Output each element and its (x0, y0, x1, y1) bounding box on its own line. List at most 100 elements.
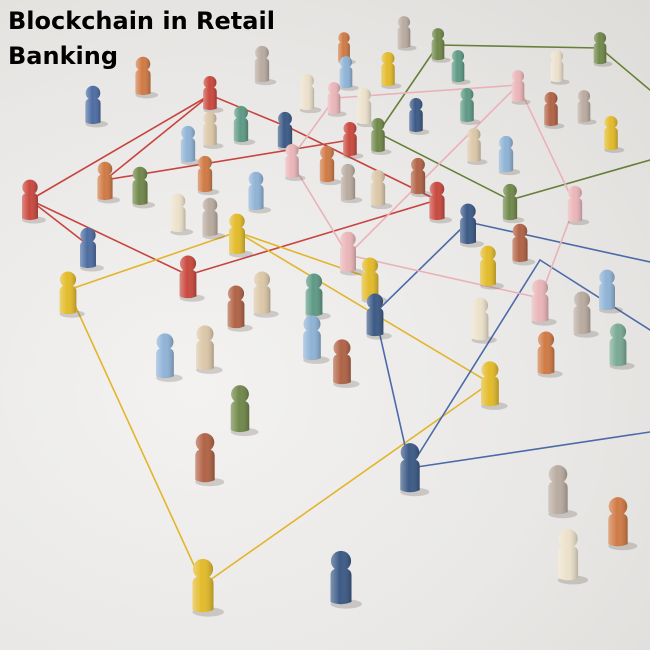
peg-figure (604, 115, 625, 153)
figure-head-shading (460, 203, 476, 219)
figure-head-shading (593, 32, 607, 45)
figure-body-shading (22, 192, 38, 221)
string-line (409, 259, 541, 469)
peg-figure (132, 166, 156, 209)
figure-head-shading (568, 185, 582, 200)
figure-head-shading (179, 255, 197, 272)
figure-body-shading (80, 240, 96, 269)
figure-body-shading (203, 122, 217, 147)
peg-figure (253, 271, 279, 318)
figure-body-shading (471, 311, 489, 341)
peg-figure (254, 45, 277, 86)
figure-body-shading (410, 169, 426, 195)
peg-figure (327, 82, 347, 117)
figure-head-shading (511, 70, 525, 83)
figure-body-shading (460, 98, 474, 123)
figure-body-shading (202, 210, 218, 237)
figure-body-shading (550, 60, 564, 83)
peg-figure (548, 465, 578, 519)
peg-figure (299, 73, 322, 114)
figure-head-shading (460, 87, 474, 101)
peg-figure (544, 91, 565, 129)
figure-body-shading (330, 568, 352, 605)
figure-head-shading (80, 227, 96, 243)
peg-figure (451, 50, 471, 85)
peg-figure (502, 183, 525, 224)
figure-body-shading (85, 98, 101, 125)
figure-head-shading (330, 550, 352, 572)
figure-body-shading (343, 132, 357, 157)
string-line (67, 231, 238, 291)
peg-figure (371, 117, 392, 155)
figure-body-shading (498, 147, 514, 173)
figure-head-shading (550, 50, 564, 63)
figure-body-shading (203, 86, 217, 111)
figure-head-shading (340, 231, 356, 247)
figure-head-shading (371, 169, 385, 184)
peg-figure (573, 291, 599, 338)
figure-body-shading (299, 85, 315, 111)
peg-figure (196, 325, 223, 374)
peg-figure (356, 87, 379, 128)
figure-head-shading (451, 50, 465, 63)
figure-head-shading (195, 433, 215, 452)
figure-head-shading (181, 125, 195, 140)
figure-body-shading (196, 339, 214, 371)
figure-body-shading (567, 197, 583, 223)
string-line (467, 221, 650, 263)
figure-head-shading (429, 181, 445, 197)
figure-body-shading (97, 174, 113, 201)
figure-body-shading (229, 226, 245, 255)
figure-body-shading (179, 269, 197, 299)
figure-head-shading (400, 443, 420, 462)
figure-head-shading (609, 323, 627, 340)
figure-body-shading (531, 293, 549, 323)
peg-figure (481, 361, 508, 410)
figure-body-shading (132, 179, 148, 206)
peg-figure (330, 550, 362, 609)
string-line (289, 159, 349, 256)
figure-body-shading (227, 299, 245, 329)
figure-body-shading (381, 62, 395, 87)
string-line (377, 132, 511, 201)
figure-body-shading (285, 154, 299, 179)
figure-head-shading (577, 90, 591, 103)
figure-body-shading (608, 512, 628, 547)
figure-body-shading (156, 347, 174, 379)
peg-figure (537, 331, 563, 378)
figure-head-shading (327, 82, 341, 95)
figure-body-shading (481, 375, 499, 407)
figure-head-shading (480, 245, 496, 261)
figure-body-shading (195, 448, 215, 483)
figure-head-shading (537, 331, 555, 348)
figure-head-shading (202, 197, 218, 213)
figure-body-shading (333, 353, 351, 385)
figure-head-shading (234, 105, 248, 120)
figure-body-shading (544, 102, 558, 127)
peg-figure (230, 385, 259, 437)
peg-figure (557, 528, 589, 585)
figure-head-shading (198, 155, 212, 170)
figure-body-shading (197, 167, 213, 193)
figure-body-shading (502, 195, 518, 221)
figure-head-shading (192, 558, 214, 580)
peg-figure (366, 293, 392, 340)
peg-figure (467, 127, 488, 165)
figure-head-shading (599, 269, 615, 285)
figure-head-shading (305, 273, 323, 290)
figure-head-shading (339, 56, 353, 69)
string-line (236, 231, 491, 384)
figure-body-shading (511, 80, 525, 103)
peg-figure (229, 213, 253, 258)
figure-head-shading (227, 285, 245, 302)
peg-figure (303, 315, 330, 364)
string-line (374, 312, 411, 469)
peg-figure (192, 558, 224, 617)
figure-body-shading (409, 108, 423, 133)
peg-figure (285, 143, 306, 181)
figure-head-shading (285, 143, 299, 157)
string-line (377, 44, 439, 134)
figure-body-shading (431, 38, 445, 61)
peg-figure (567, 185, 590, 226)
